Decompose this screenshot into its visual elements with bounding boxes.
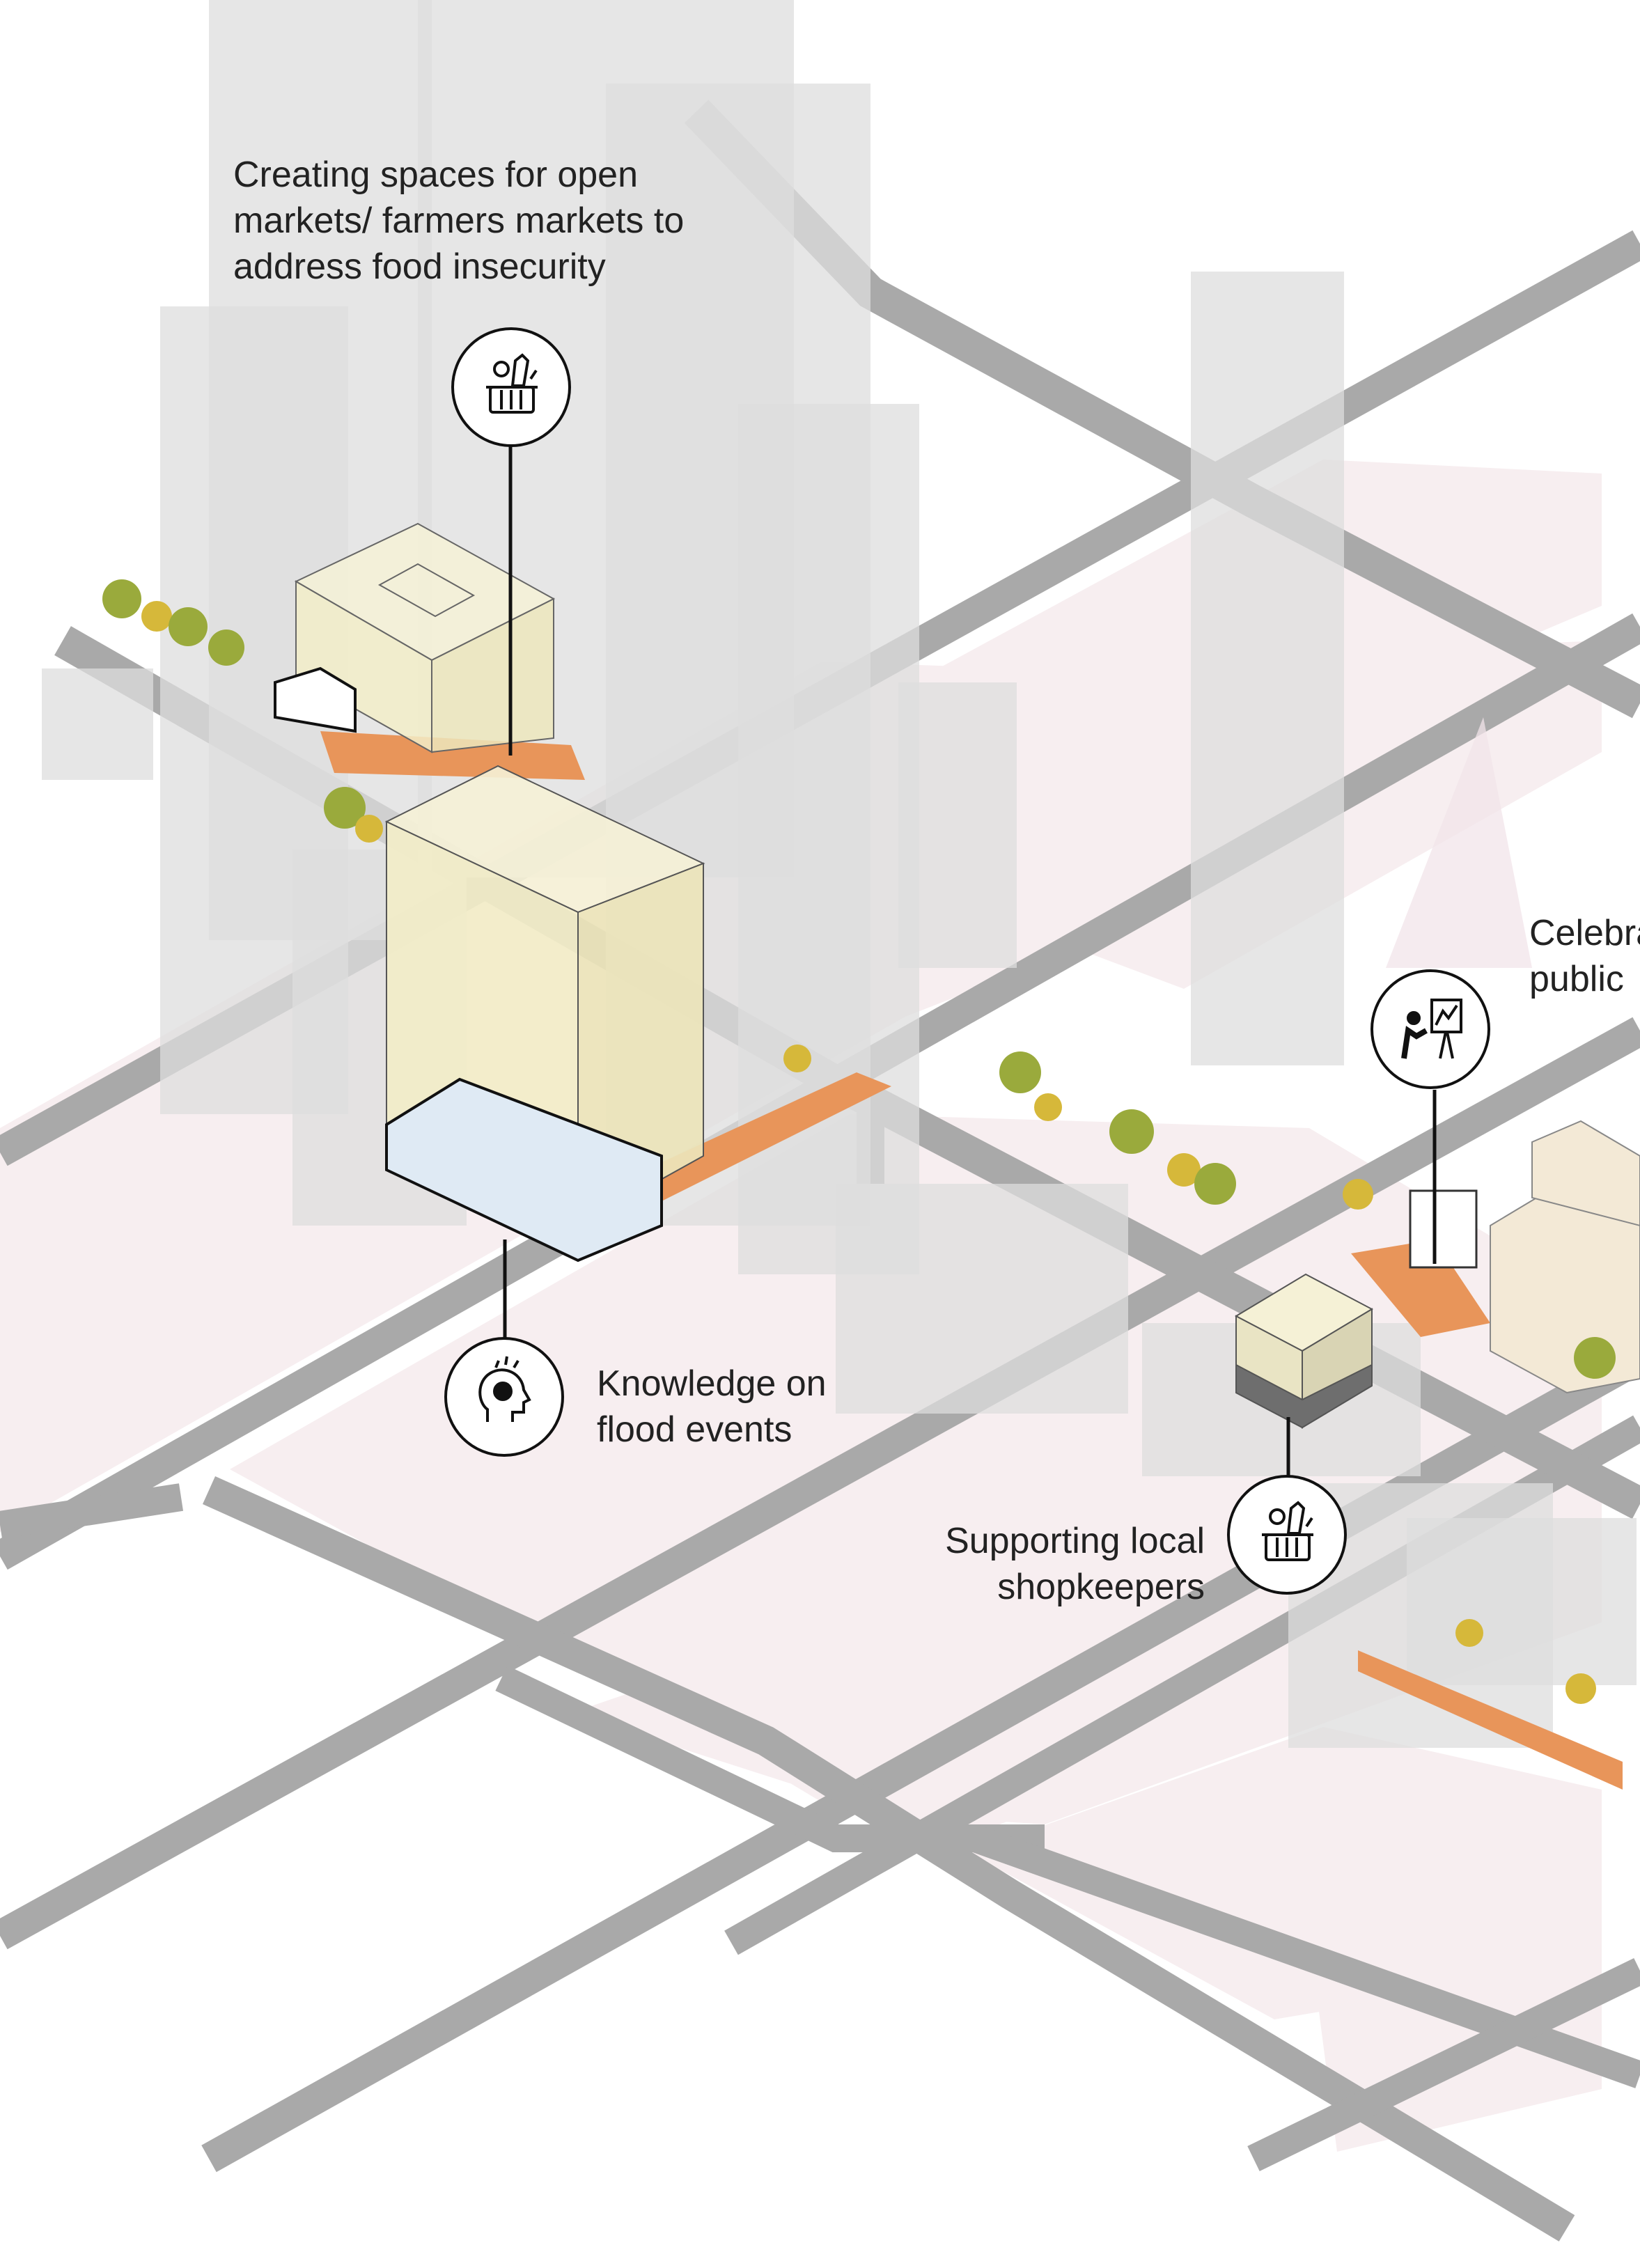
market-basket-icon (451, 327, 571, 447)
shopkeepers-callout-text: Supporting local shopkeepers (926, 1518, 1205, 1610)
market-basket-icon (1227, 1475, 1347, 1595)
markets-callout-text: Creating spaces for open markets/ farmer… (233, 152, 684, 290)
public-art-icon (1370, 969, 1490, 1089)
flood-callout-text: Knowledge on flood events (597, 1361, 827, 1453)
celebrate-callout-text: Celebra public (1529, 910, 1640, 1002)
head-gear-icon (444, 1337, 564, 1457)
